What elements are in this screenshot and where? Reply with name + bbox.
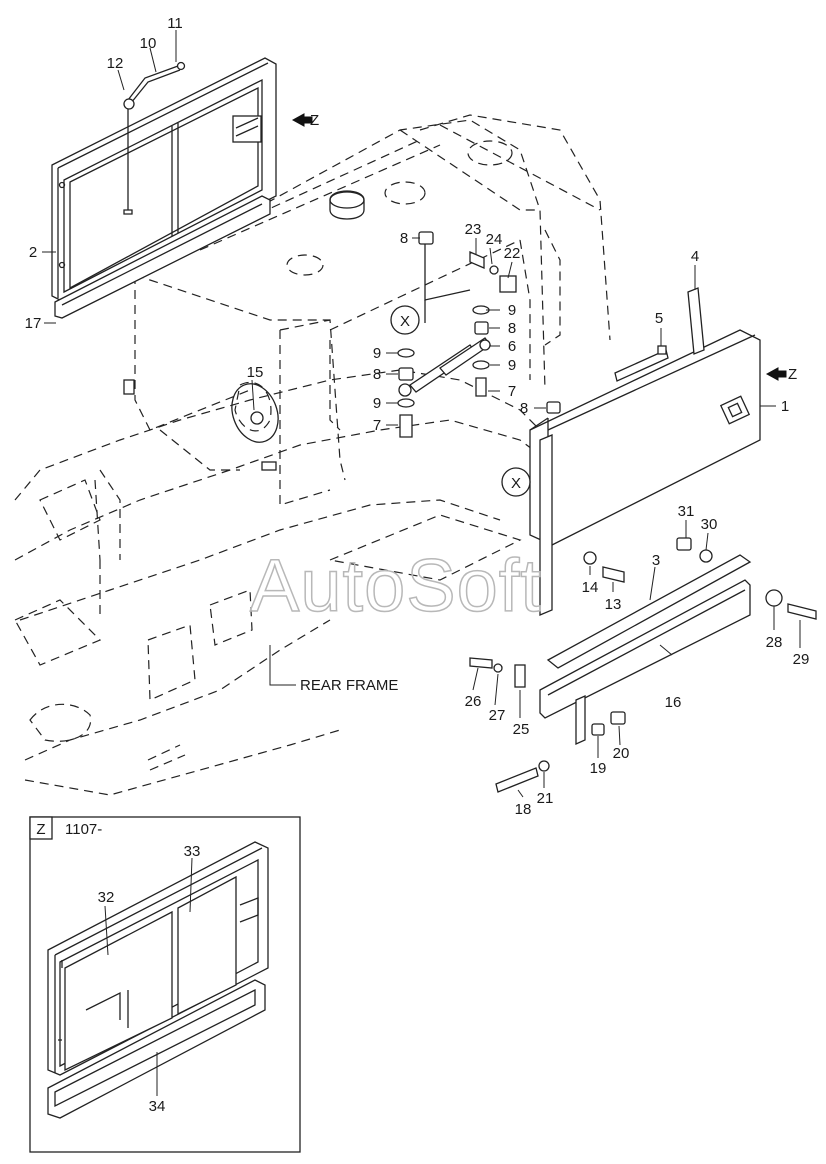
part-label: 3 [652,552,660,569]
part-number-labels: 11 10 12 2 17 15 8 23 24 22 9 8 6 9 7 9 … [25,15,810,818]
part-label: 6 [508,338,516,355]
part-label: 26 [465,693,482,710]
lower-rail-assembly [514,554,752,746]
part-label: 7 [373,417,381,434]
part-label: 28 [766,634,783,651]
section-marker-upper [390,305,420,335]
inset-view-letter: Z [36,821,45,838]
watermark: AutoSoft [250,544,542,627]
part-label: 8 [400,230,408,247]
inset-serial-number: 1107- [65,821,102,838]
part-label: 9 [508,302,516,319]
part-label: 31 [678,503,695,520]
hardware-fasteners [469,537,817,793]
part-label: 25 [513,721,530,738]
part-label: 23 [465,221,482,238]
part-label: 20 [613,745,630,762]
part-label: 8 [520,400,528,417]
pivot-grommet [231,383,279,443]
part-label: 29 [793,651,810,668]
part-label: 11 [167,15,183,32]
part-label: 8 [373,366,381,383]
part-label: 19 [590,760,607,777]
part-label: 24 [486,231,503,248]
inset-view-z [29,816,301,1153]
rear-frame-label: REAR FRAME [300,677,398,694]
part-label: 15 [247,364,264,381]
part-label: 9 [373,395,381,412]
view-arrow-left-label: Z [310,112,319,129]
part-label: 27 [489,707,506,724]
door-stay-rod [123,61,186,110]
latch-bracket [469,251,517,293]
leader-lines [42,30,801,798]
part-label: 32 [98,889,115,906]
engine-hood-outline [99,114,611,560]
part-label: 8 [508,320,516,337]
part-label: 34 [149,1098,166,1115]
section-marker-lower [501,467,531,497]
part-label: 9 [373,345,381,362]
part-label: 14 [582,579,599,596]
part-label: 18 [515,801,532,818]
arrow-left-icon-2 [765,367,787,381]
door-seal-strip [54,195,271,319]
part-label: 17 [25,315,42,332]
side-bar-strip [614,345,669,382]
part-label: 10 [140,35,157,52]
part-label: 30 [701,516,718,533]
part-label: 4 [691,248,699,265]
part-label: 1 [781,398,789,415]
arrow-left-icon [291,113,313,127]
part-label: 16 [665,694,682,711]
part-label: 22 [504,245,521,262]
view-arrow-right-label: Z [788,366,797,383]
part-label: 5 [655,310,663,327]
part-label: 21 [537,790,554,807]
side-door-right [529,329,761,616]
section-marker-lower-label: X [511,475,521,492]
part-label: 2 [29,244,37,261]
part-label: 33 [184,843,201,860]
vertical-seal-strip [687,287,705,355]
rear-frame-outline [14,369,561,796]
door-panel-left [51,57,277,303]
section-marker-upper-label: X [400,313,410,330]
part-label: 13 [605,596,622,613]
part-label: 12 [107,55,124,72]
gas-spring-assembly [397,231,561,438]
part-label: 7 [508,383,516,400]
part-label: 9 [508,357,516,374]
